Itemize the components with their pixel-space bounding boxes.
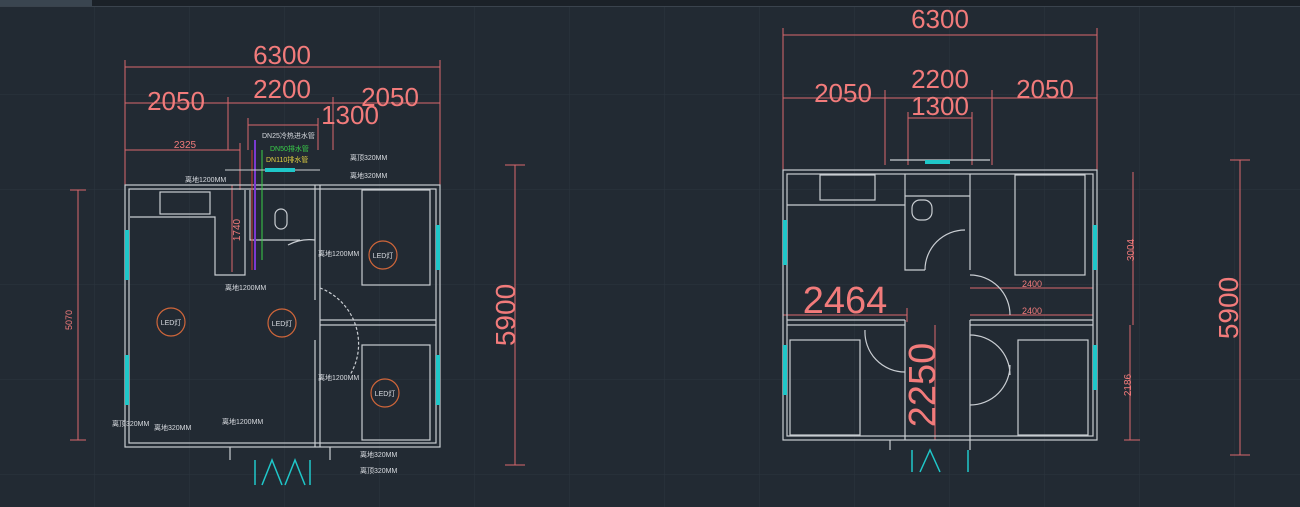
- r-dim-room-width-b: 2400: [1022, 306, 1042, 316]
- label-switch-4: 离地1200MM: [318, 373, 359, 382]
- dim-left-height: 5070: [64, 310, 74, 330]
- led-label-4: LED灯: [375, 389, 396, 398]
- r-dim-seg3: 2050: [1016, 74, 1074, 104]
- led-label-3: LED灯: [373, 251, 394, 260]
- r-dim-left-room: 2464: [803, 280, 888, 322]
- label-switch-2: 离地1200MM: [318, 249, 359, 258]
- label-socket-2: 离地320MM: [154, 423, 192, 432]
- left-dimension-lines: [70, 60, 525, 466]
- drawing-tab[interactable]: [0, 0, 92, 6]
- label-socket-1: 离地320MM: [350, 171, 388, 180]
- r-dim-total-width: 6300: [911, 4, 969, 34]
- title-bar: [0, 0, 1300, 7]
- label-socket-3: 离地320MM: [360, 450, 398, 459]
- dim-seg2: 2200: [253, 74, 311, 104]
- r-dim-room-width-a: 2400: [1022, 279, 1042, 289]
- dim-kitchen-depth: 1740: [232, 218, 243, 241]
- pipe-label-3: DN110排水管: [266, 155, 308, 164]
- label-switch-1: 离地1200MM: [185, 175, 226, 184]
- label-ceiling-3: 离顶320MM: [360, 466, 398, 475]
- left-floor-plan: 6300 2050 2200 2050 1300 2325 1740 5900 …: [64, 40, 525, 486]
- r-dim-bath: 1300: [911, 91, 969, 121]
- dim-seg1: 2050: [147, 86, 205, 116]
- dim-kitchen: 2325: [174, 140, 197, 151]
- r-dim-seg1: 2050: [814, 78, 872, 108]
- dim-height: 5900: [490, 284, 521, 346]
- dim-bath: 1300: [321, 100, 379, 130]
- r-dim-corridor: 2250: [902, 343, 944, 428]
- label-switch-5: 离地1200MM: [222, 417, 263, 426]
- right-walls: [782, 159, 1098, 450]
- right-floor-plan: 6300 2050 2200 2050 1300 5900 3004 2186 …: [782, 4, 1250, 473]
- label-ceiling-2: 离顶320MM: [112, 419, 150, 428]
- left-pipes: [225, 140, 320, 270]
- dim-total-width: 6300: [253, 40, 311, 70]
- r-dim-seg2: 2200: [911, 64, 969, 94]
- led-label-1: LED灯: [161, 318, 182, 327]
- led-label-2: LED灯: [272, 319, 293, 328]
- dim-seg3: 2050: [361, 82, 419, 112]
- right-windows: [783, 160, 1097, 473]
- pipe-label-2: DN50排水管: [270, 144, 309, 153]
- r-dim-height: 5900: [1213, 277, 1244, 339]
- label-switch-3: 离地1200MM: [225, 283, 266, 292]
- r-dim-lower-room: 2186: [1123, 373, 1134, 396]
- pipe-label-1: DN25冷热进水管: [262, 131, 315, 140]
- grid: [0, 7, 1300, 507]
- left-walls: [124, 184, 441, 460]
- label-ceiling-1: 离顶320MM: [350, 153, 388, 162]
- led-lights: [156, 240, 400, 408]
- left-windows: [125, 225, 440, 486]
- r-dim-upper-room: 3004: [1126, 238, 1137, 261]
